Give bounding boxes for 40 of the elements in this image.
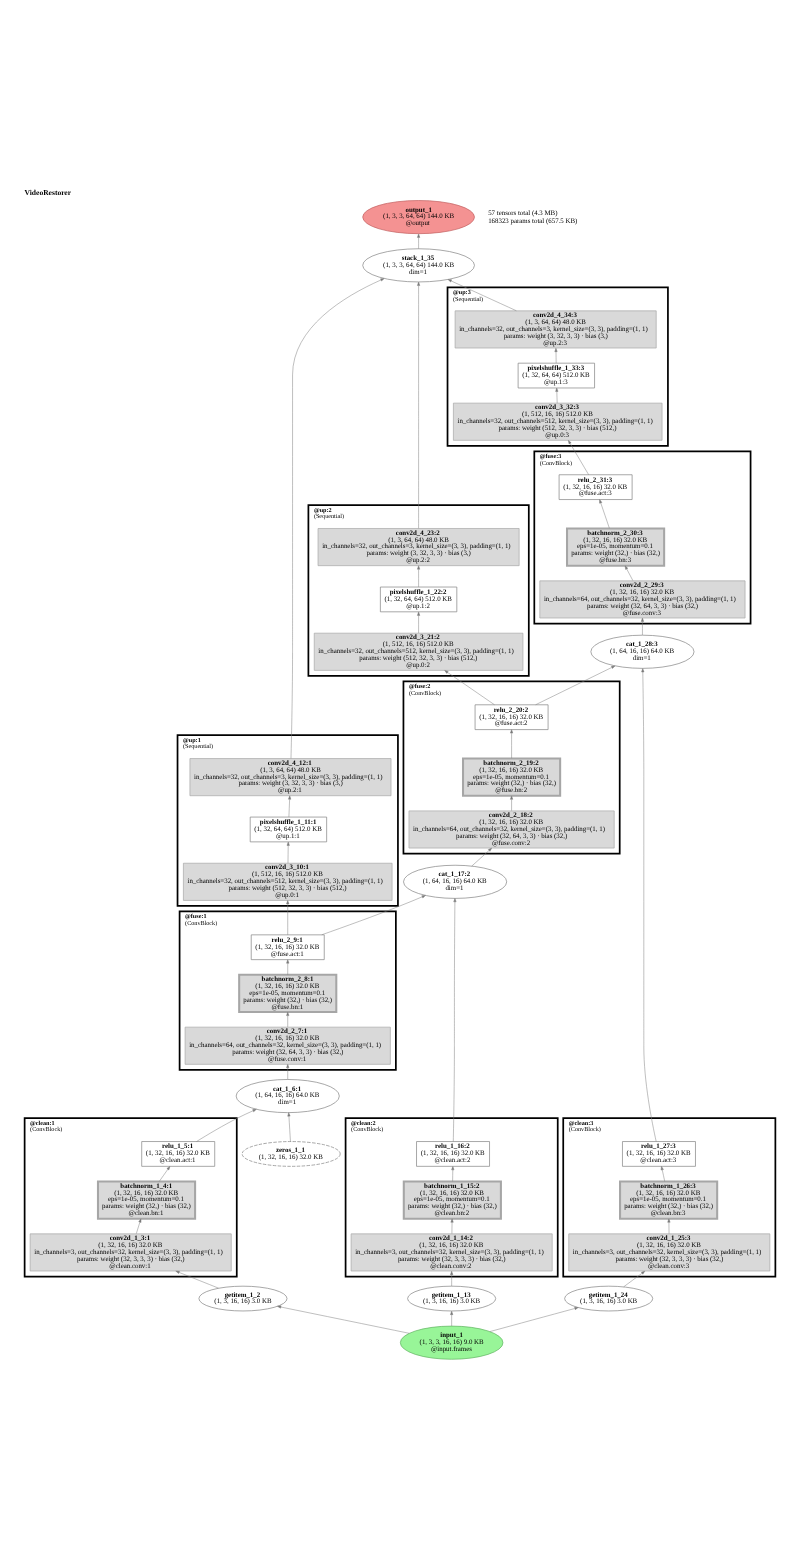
arrow [288,794,292,817]
arrow [623,1269,646,1287]
arrow [417,564,421,587]
arrow [641,616,644,635]
arrow [286,840,290,863]
arrow [450,1270,454,1286]
arrow [417,232,421,249]
arrow [624,564,634,580]
arrow [136,1217,142,1233]
arrow [159,1165,171,1181]
arrow [453,897,457,1141]
arrow [196,1108,257,1141]
arrow [554,347,558,363]
arrow [641,667,657,1141]
arrow [286,899,290,935]
arrow [450,1309,454,1326]
arrow [451,1165,455,1181]
arrow [290,277,385,758]
arrow [417,610,421,633]
arrow [175,1269,219,1288]
arrow [444,669,495,704]
arrow [417,280,421,528]
arrow [286,958,290,974]
arrow [535,664,616,704]
arrow [450,1217,454,1233]
arrow [510,728,513,758]
arrow [599,498,610,528]
arrow [667,1217,671,1233]
arrow [660,1165,665,1181]
arrow [510,794,513,810]
arrow [568,439,589,474]
arrow [489,1306,579,1331]
arrow [287,1111,291,1141]
arrow [447,278,517,310]
arrow [286,1063,290,1079]
arrow [321,894,426,934]
arrow [286,1010,290,1027]
arrow [277,1304,410,1333]
arrow [471,846,492,866]
arrow [555,386,559,403]
